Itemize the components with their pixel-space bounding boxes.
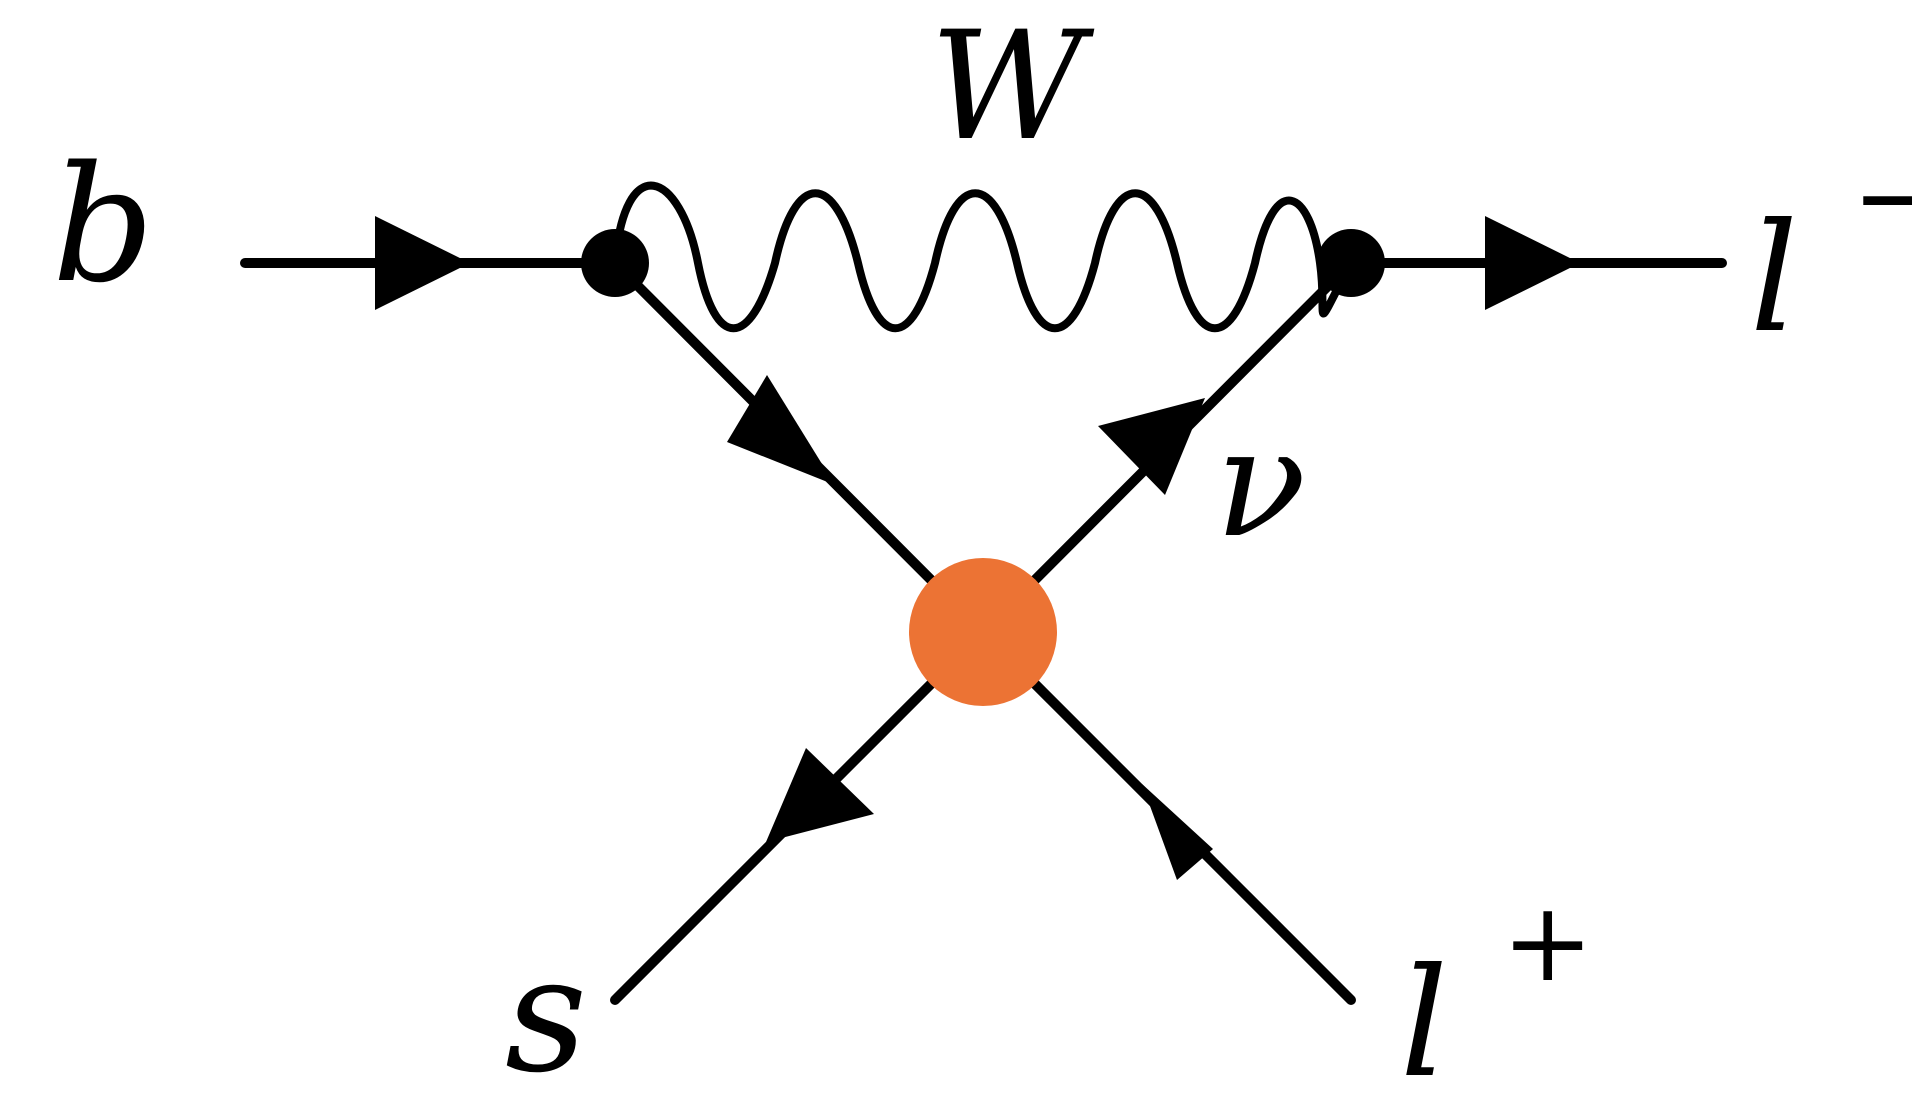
label-b-quark: b <box>52 131 154 318</box>
label-l-plus-base: l <box>1400 937 1448 1104</box>
right-vertex-dot <box>1317 229 1385 297</box>
label-w-boson: W <box>930 0 1095 174</box>
label-l-minus-base: l <box>1750 192 1798 366</box>
label-l-plus: l + <box>1400 878 1594 1104</box>
w-boson-wavy-line <box>611 181 1355 332</box>
label-l-plus-superscript: + <box>1502 878 1594 1006</box>
label-neutrino: ν <box>1215 397 1306 571</box>
arrow-outgoing-l-minus <box>1485 216 1580 310</box>
label-l-minus: l − <box>1750 133 1912 366</box>
effective-interaction-vertex <box>909 558 1057 706</box>
arrow-l-plus-line <box>1142 784 1213 880</box>
label-l-minus-superscript: − <box>1852 133 1912 261</box>
arrow-incoming-b <box>375 216 470 310</box>
arrow-s-quark-line <box>766 748 874 842</box>
label-s-quark: s <box>505 921 587 1104</box>
arrow-neutrino-line <box>1098 398 1205 495</box>
arrow-top-quark-line <box>727 375 835 485</box>
left-vertex-dot <box>581 229 649 297</box>
